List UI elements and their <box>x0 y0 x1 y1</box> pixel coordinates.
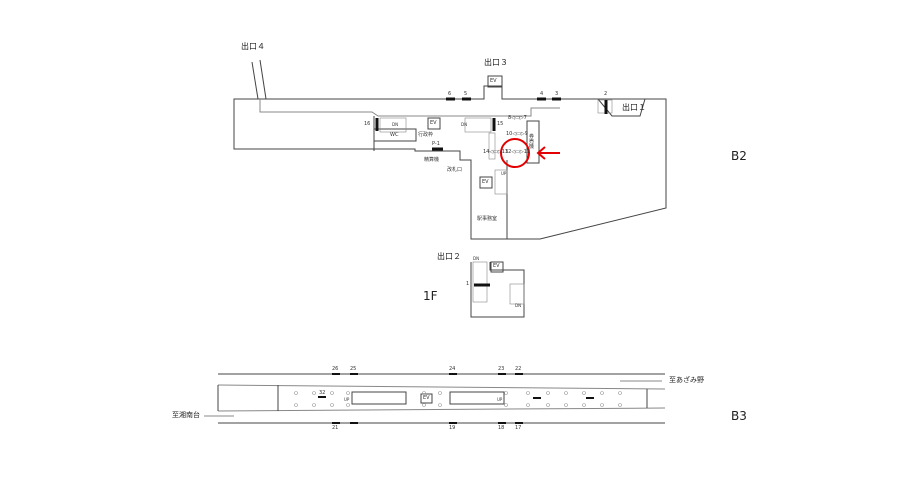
exit-2-label: 出口２ <box>437 252 461 261</box>
ev-exit3-box <box>487 75 503 88</box>
ev-b2-lower: EV <box>482 179 489 185</box>
stair-25: 25 <box>350 366 357 372</box>
ticket-machines-box <box>526 120 540 164</box>
stair-1: 1 <box>466 281 470 287</box>
f1-outline <box>470 262 525 318</box>
stair-dn-b2-right: DN <box>461 122 468 127</box>
floor-b3-label: B3 <box>731 409 747 423</box>
gate-12-11[interactable]: 12◁▭▷11 <box>505 149 531 155</box>
ev-b2: EV <box>430 120 437 126</box>
ev-b2-box <box>427 117 441 130</box>
p1-label: P-1 <box>432 141 440 147</box>
stair-16: 16 <box>364 121 371 127</box>
stair-21: 21 <box>332 425 339 431</box>
floor-b2-label: B2 <box>731 149 747 163</box>
wc-room <box>373 128 417 142</box>
ev-b2-lower <box>479 176 493 189</box>
stair-dn-b2: DN <box>392 122 399 127</box>
gate-14-13[interactable]: 14◁▭▷13 <box>483 149 509 155</box>
stair-23: 23 <box>498 366 505 372</box>
gate-8-7[interactable]: 8◁▭▷7 <box>508 115 527 121</box>
station-office-label: 駅事務室 <box>477 216 498 222</box>
stair-up-b2: UP <box>501 171 507 176</box>
wc-label: WC <box>390 132 399 138</box>
stair-dn-1f-right: DN <box>515 303 522 308</box>
stair-6: 6 <box>448 91 452 97</box>
exit-3-label: 出口３ <box>484 58 508 67</box>
stair-22: 22 <box>515 366 522 372</box>
stair-up-b3-right: UP <box>497 397 503 402</box>
stair-17: 17 <box>515 425 522 431</box>
direction-shonandai: 至湘南台 <box>172 411 200 419</box>
stair-3: 3 <box>555 91 559 97</box>
fare-adjust-label: 精算機 <box>424 157 440 163</box>
stair-26: 26 <box>332 366 339 372</box>
gate-10-9[interactable]: 10◁▭▷9 <box>506 131 528 137</box>
ev-1f: EV <box>493 263 500 269</box>
stair-24: 24 <box>449 366 456 372</box>
stair-5: 5 <box>464 91 468 97</box>
stair-32: 32 <box>319 390 326 396</box>
ticket-machines-label: 券売機 <box>529 134 535 150</box>
floor-1f-label: 1F <box>423 289 438 303</box>
stair-4: 4 <box>540 91 544 97</box>
stair-15: 15 <box>497 121 504 127</box>
b2-concourse-outline <box>233 85 667 240</box>
exit-1-label: 出口１ <box>622 103 646 112</box>
highlight-circle <box>500 138 530 168</box>
ev-b3: EV <box>423 395 430 401</box>
stair-dn-1f: DN <box>473 256 480 261</box>
admin-label: 行政枠 <box>418 132 434 138</box>
stair-2: 2 <box>604 91 608 97</box>
gate-label: 改札口 <box>447 167 463 173</box>
direction-azamino: 至あざみ野 <box>669 376 704 384</box>
ev-exit3: EV <box>490 78 497 84</box>
stair-up-b3-left: UP <box>344 397 350 402</box>
stair-19: 19 <box>449 425 456 431</box>
stair-18: 18 <box>498 425 505 431</box>
exit-4-label: 出口４ <box>241 42 265 51</box>
